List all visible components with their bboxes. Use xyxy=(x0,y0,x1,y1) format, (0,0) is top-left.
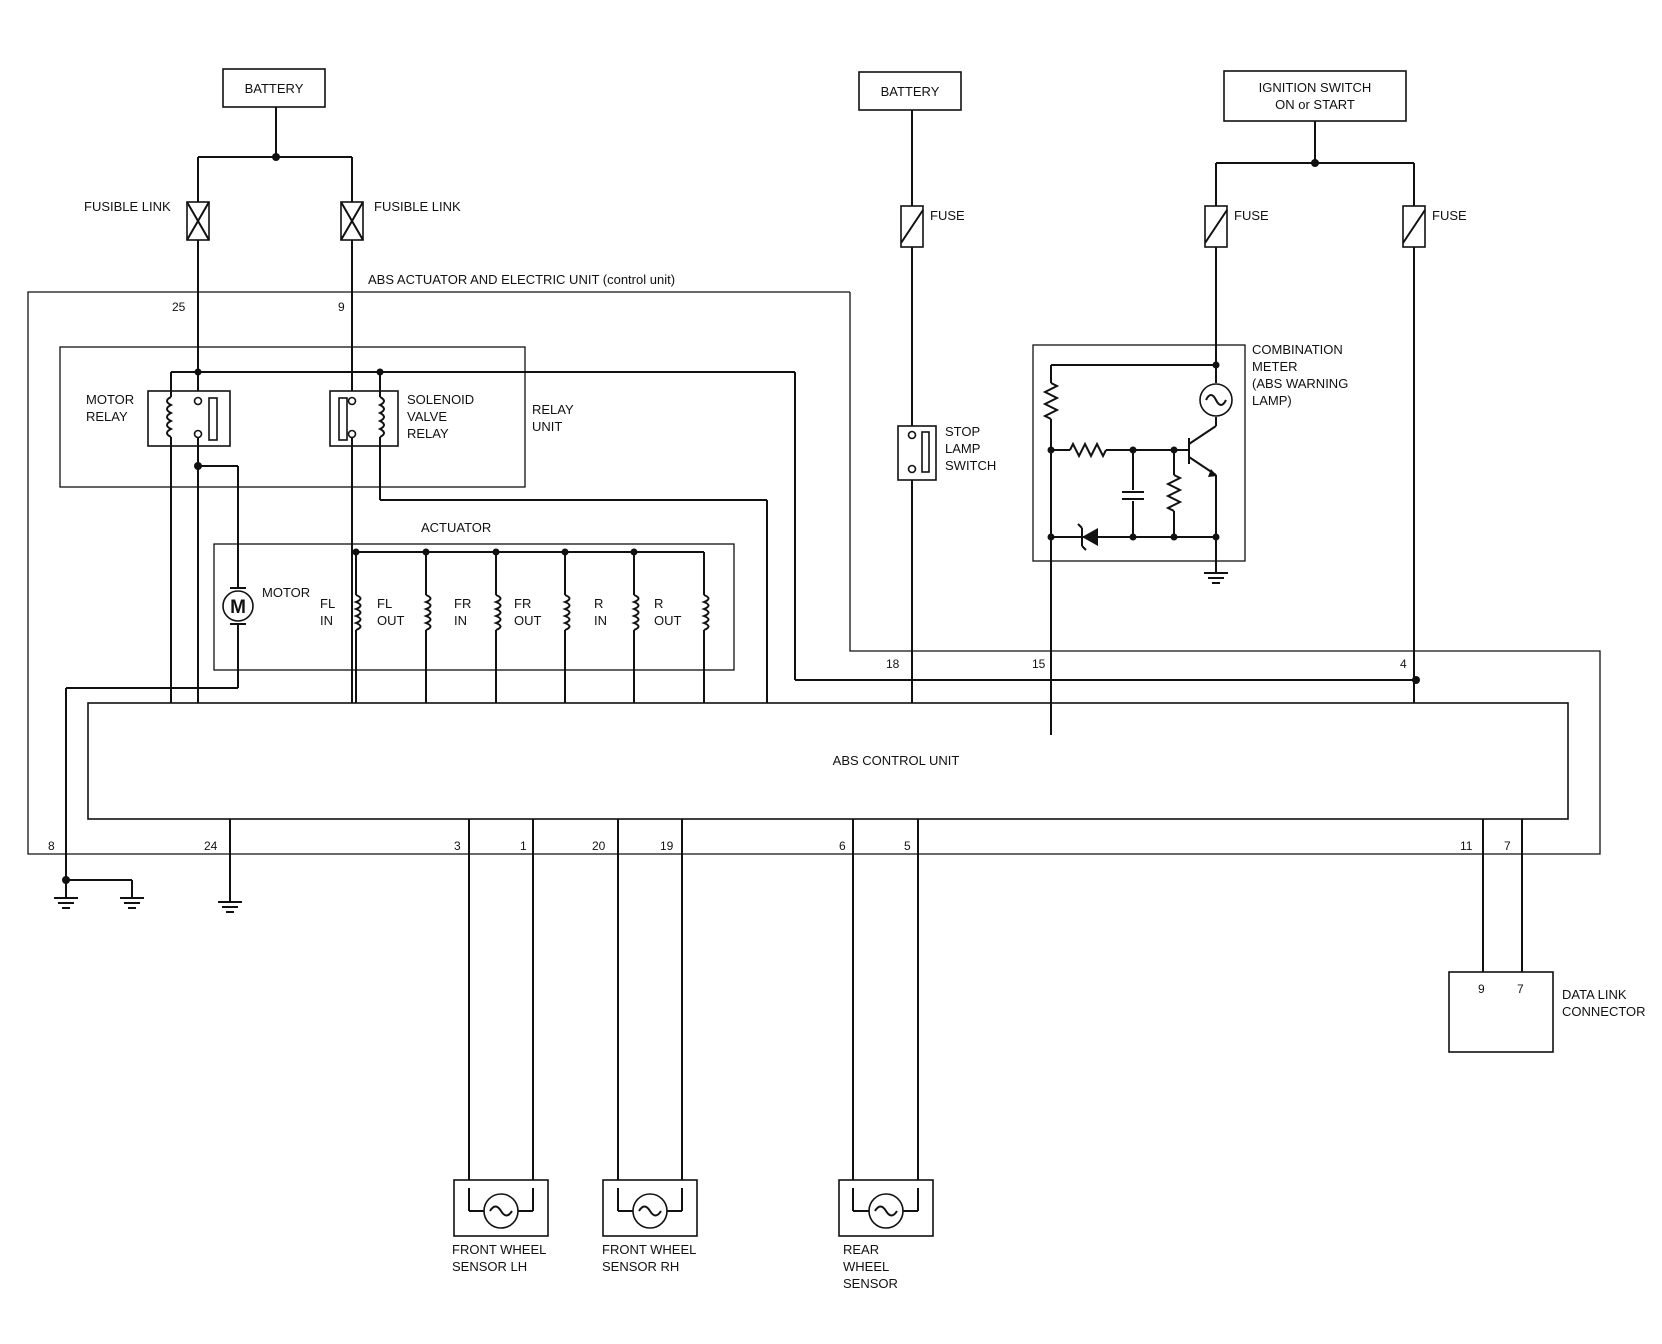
fuse-dlc xyxy=(1402,205,1426,248)
abs-control-unit xyxy=(87,702,1569,820)
relay-unit-label-1: RELAY xyxy=(532,402,574,417)
valve-r-out-top: R xyxy=(654,596,663,611)
ignition-switch: IGNITION SWITCH ON or START xyxy=(1223,70,1407,122)
dlc-pin-7: 7 xyxy=(1517,982,1524,996)
valve-fl-out-top: FL xyxy=(377,596,392,611)
pin-3: 3 xyxy=(454,839,461,853)
front-lh-label-1: FRONT WHEEL xyxy=(452,1242,546,1257)
rear-wheel-sensor xyxy=(838,1179,934,1237)
valve-fr-out-bottom: OUT xyxy=(514,613,542,628)
solenoid-label-2: VALVE xyxy=(407,409,447,424)
motor-relay-label-1: MOTOR xyxy=(86,392,134,407)
combination-meter-circuit xyxy=(1042,361,1233,735)
abs-unit-frame xyxy=(27,291,1601,855)
pin-18: 18 xyxy=(886,657,900,671)
valve-r-in-bottom: IN xyxy=(594,613,607,628)
battery-mid-label: BATTERY xyxy=(881,84,940,99)
pin-9: 9 xyxy=(338,300,345,314)
valve-fr-out-top: FR xyxy=(514,596,531,611)
stop-lamp-label-3: SWITCH xyxy=(945,458,996,473)
combination-meter-frame xyxy=(1032,344,1246,562)
valve-r-out-bottom: OUT xyxy=(654,613,682,628)
front-rh-label-2: SENSOR RH xyxy=(602,1259,679,1274)
abs-unit-title: ABS ACTUATOR AND ELECTRIC UNIT (control … xyxy=(368,272,675,287)
front-wheel-sensor-lh xyxy=(453,1179,549,1237)
valve-fr-in-top: FR xyxy=(454,596,471,611)
valve-coils xyxy=(353,594,710,631)
ignition-switch-line2: ON or START xyxy=(1275,97,1355,112)
valve-fl-in-bottom: IN xyxy=(320,613,333,628)
battery-left: BATTERY xyxy=(222,68,326,108)
pin-24: 24 xyxy=(204,839,218,853)
fusible-link-right-label: FUSIBLE LINK xyxy=(374,199,461,214)
fuse-stop-label: FUSE xyxy=(930,208,965,223)
pin-15: 15 xyxy=(1032,657,1046,671)
valve-fl-out-bottom: OUT xyxy=(377,613,405,628)
fuse-meter xyxy=(1204,205,1228,248)
left-supply-wires xyxy=(197,107,353,400)
fusible-link-left xyxy=(186,201,210,241)
ignition-switch-line1: IGNITION SWITCH xyxy=(1259,80,1372,95)
relay-bus-wires xyxy=(170,368,1420,684)
valve-fr-in-bottom: IN xyxy=(454,613,467,628)
valve-labels: FL IN FL OUT FR IN FR OUT R IN R OUT xyxy=(320,596,682,628)
actuator-frame xyxy=(213,543,735,671)
pin-1: 1 xyxy=(520,839,527,853)
wheel-sensor-wires xyxy=(468,819,919,1188)
relay-unit-label-2: UNIT xyxy=(532,419,562,434)
front-lh-label-2: SENSOR LH xyxy=(452,1259,527,1274)
battery-left-label: BATTERY xyxy=(245,81,304,96)
dlc-pin-9: 9 xyxy=(1478,982,1485,996)
dlc-label-2: CONNECTOR xyxy=(1562,1004,1646,1019)
pin-4: 4 xyxy=(1400,657,1407,671)
relay-output-wires xyxy=(65,437,768,880)
pin-25: 25 xyxy=(172,300,186,314)
front-rh-label-1: FRONT WHEEL xyxy=(602,1242,696,1257)
data-link-connector xyxy=(1448,971,1554,1053)
pin-11: 11 xyxy=(1460,839,1473,853)
motor-relay xyxy=(147,390,231,447)
motor-symbol-letter: M xyxy=(230,597,246,618)
front-wheel-sensor-rh xyxy=(602,1179,698,1237)
rear-label-2: WHEEL xyxy=(843,1259,889,1274)
motor-symbol: M xyxy=(222,587,254,625)
dlc-label-1: DATA LINK xyxy=(1562,987,1627,1002)
fusible-link-left-label: FUSIBLE LINK xyxy=(84,199,171,214)
pin-6: 6 xyxy=(839,839,846,853)
pin-5: 5 xyxy=(904,839,911,853)
comb-meter-label-1: COMBINATION xyxy=(1252,342,1343,357)
pin-8: 8 xyxy=(48,839,55,853)
left-ground-wires xyxy=(54,819,242,913)
solenoid-label-1: SOLENOID xyxy=(407,392,474,407)
solenoid-valve-relay xyxy=(329,390,399,447)
valve-r-in-top: R xyxy=(594,596,603,611)
fuse-stop xyxy=(900,205,924,248)
comb-meter-label-4: LAMP) xyxy=(1252,393,1292,408)
fuse-meter-label: FUSE xyxy=(1234,208,1269,223)
fuse-dlc-label: FUSE xyxy=(1432,208,1467,223)
pin-20: 20 xyxy=(592,839,606,853)
stop-lamp-label-1: STOP xyxy=(945,424,980,439)
comb-meter-label-2: METER xyxy=(1252,359,1298,374)
battery-mid: BATTERY xyxy=(858,71,962,111)
motor-relay-label-2: RELAY xyxy=(86,409,128,424)
rear-label-1: REAR xyxy=(843,1242,879,1257)
relay-unit-frame xyxy=(59,346,526,488)
stop-lamp-label-2: LAMP xyxy=(945,441,980,456)
abs-control-unit-label: ABS CONTROL UNIT xyxy=(833,753,960,768)
comb-meter-label-3: (ABS WARNING xyxy=(1252,376,1348,391)
pin-7: 7 xyxy=(1504,839,1511,853)
pin-19: 19 xyxy=(660,839,674,853)
motor-label: MOTOR xyxy=(262,585,310,600)
actuator-valve-wires xyxy=(352,548,705,703)
actuator-label: ACTUATOR xyxy=(421,520,491,535)
stop-lamp-switch xyxy=(897,425,937,481)
data-link-wires xyxy=(1482,819,1523,972)
solenoid-label-3: RELAY xyxy=(407,426,449,441)
fusible-link-right xyxy=(340,201,364,241)
valve-fl-in-top: FL xyxy=(320,596,335,611)
rear-label-3: SENSOR xyxy=(843,1276,898,1291)
